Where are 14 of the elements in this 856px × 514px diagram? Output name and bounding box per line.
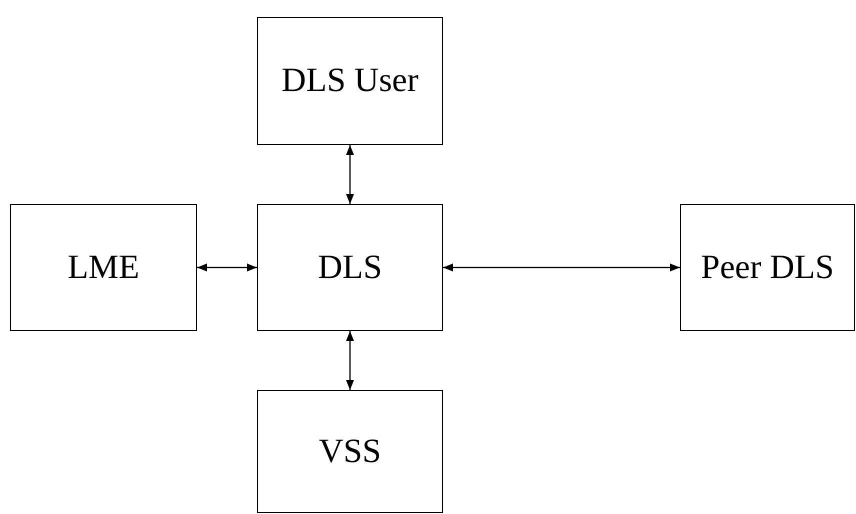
process-box [10, 204, 197, 331]
arrow [197, 264, 257, 272]
box-label: LME [68, 248, 140, 286]
arrow [346, 331, 354, 390]
process-box [257, 204, 443, 331]
box-label: DLS [318, 248, 382, 286]
arrow [443, 264, 680, 272]
process-box [257, 390, 443, 513]
box-label: Peer DLS [700, 248, 834, 286]
box-label: DLS User [282, 62, 418, 100]
arrow [346, 145, 354, 204]
process-box [680, 204, 855, 331]
process-box [257, 17, 443, 145]
box-label: VSS [318, 432, 382, 470]
